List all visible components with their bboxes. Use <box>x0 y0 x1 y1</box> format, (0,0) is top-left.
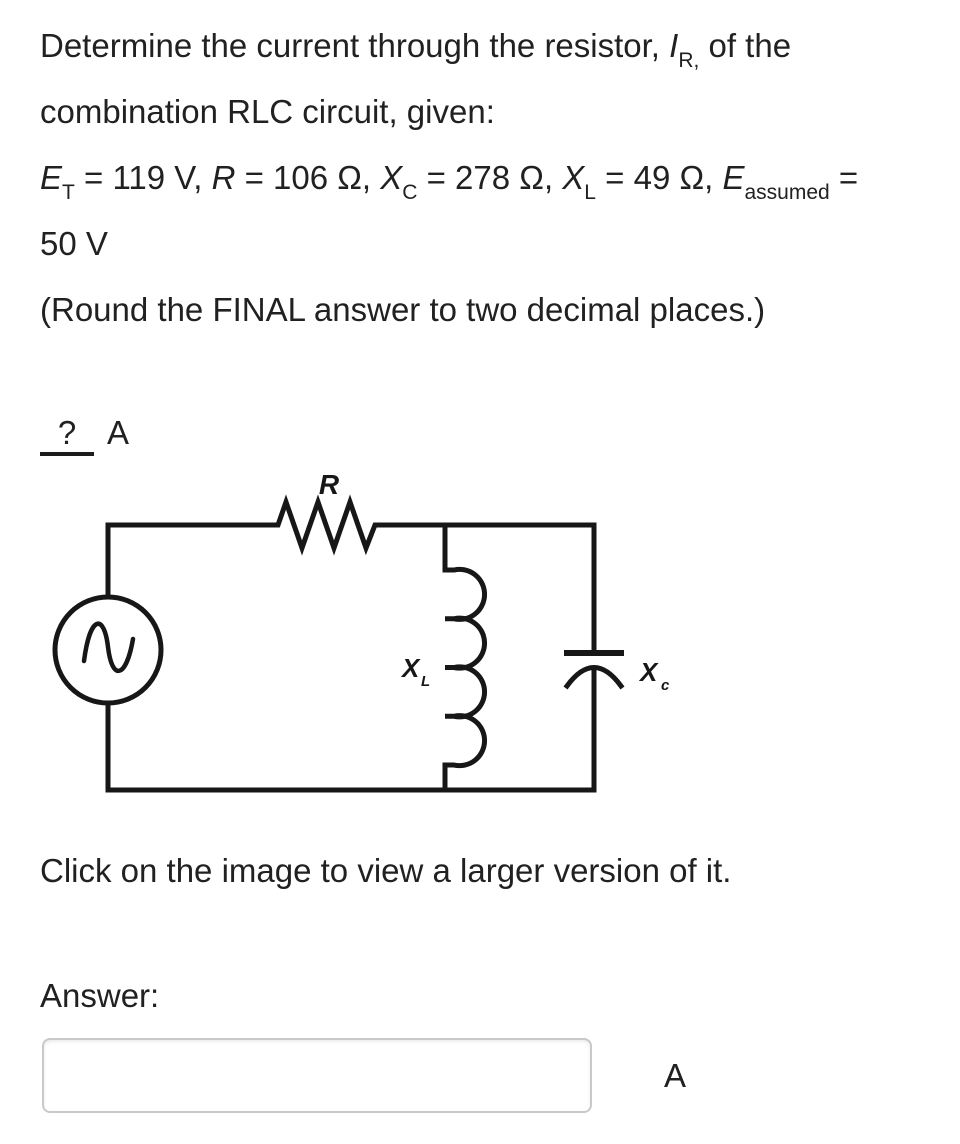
r-value: = 106 Ω, <box>235 159 381 196</box>
xl-value: = 49 Ω, <box>595 159 723 196</box>
resistor-label: R <box>319 469 340 500</box>
xl-subscript: L <box>584 181 596 204</box>
bottom-wire <box>105 665 597 793</box>
question-text-part: Determine the current through the resist… <box>40 27 670 64</box>
et-value: = 119 V, <box>74 159 212 196</box>
eassumed-variable: E <box>722 159 745 196</box>
r-variable: R <box>211 159 236 196</box>
answer-blank-unit: A <box>107 414 130 451</box>
question-text-line2: combination RLC circuit, given: <box>40 93 495 130</box>
image-caption: Click on the image to view a larger vers… <box>40 852 732 889</box>
capacitor-label-subscript: c <box>661 677 670 694</box>
capacitor-label: X <box>638 657 659 687</box>
current-variable-subscript: R, <box>678 49 700 72</box>
circuit-image[interactable]: R X L X c <box>40 465 700 810</box>
inductor-label-subscript: L <box>421 673 430 690</box>
answer-blank-line: ?A <box>40 400 129 466</box>
et-subscript: T <box>62 181 75 204</box>
sine-wave-icon <box>81 621 136 673</box>
answer-blank: ? <box>40 416 94 456</box>
current-variable: I <box>669 27 679 64</box>
xl-variable: X <box>562 159 585 196</box>
answer-input[interactable] <box>42 1038 592 1113</box>
ac-source-icon <box>52 594 164 706</box>
capacitor-curved-plate <box>563 665 625 690</box>
eassumed-subscript: assumed <box>744 181 830 204</box>
answer-label: Answer: <box>40 977 160 1014</box>
xc-variable: X <box>380 159 403 196</box>
xc-value: = 278 Ω, <box>417 159 563 196</box>
given-values-line: ET = 119 V, R = 106 Ω, XC = 278 Ω, XL = … <box>40 145 858 216</box>
eassumed-equals: = <box>829 159 859 196</box>
et-variable: E <box>40 159 63 196</box>
answer-unit-label: A <box>664 1057 687 1094</box>
resistor-symbol <box>105 494 597 656</box>
given-values-line2: 50 V <box>40 225 108 262</box>
xc-subscript: C <box>402 181 418 204</box>
inductor-symbol <box>442 522 488 793</box>
question-text-line1: Determine the current through the resist… <box>40 13 791 84</box>
question-text-part: of the <box>699 27 792 64</box>
rounding-note: (Round the FINAL answer to two decimal p… <box>40 291 766 328</box>
inductor-label: X <box>400 653 421 683</box>
